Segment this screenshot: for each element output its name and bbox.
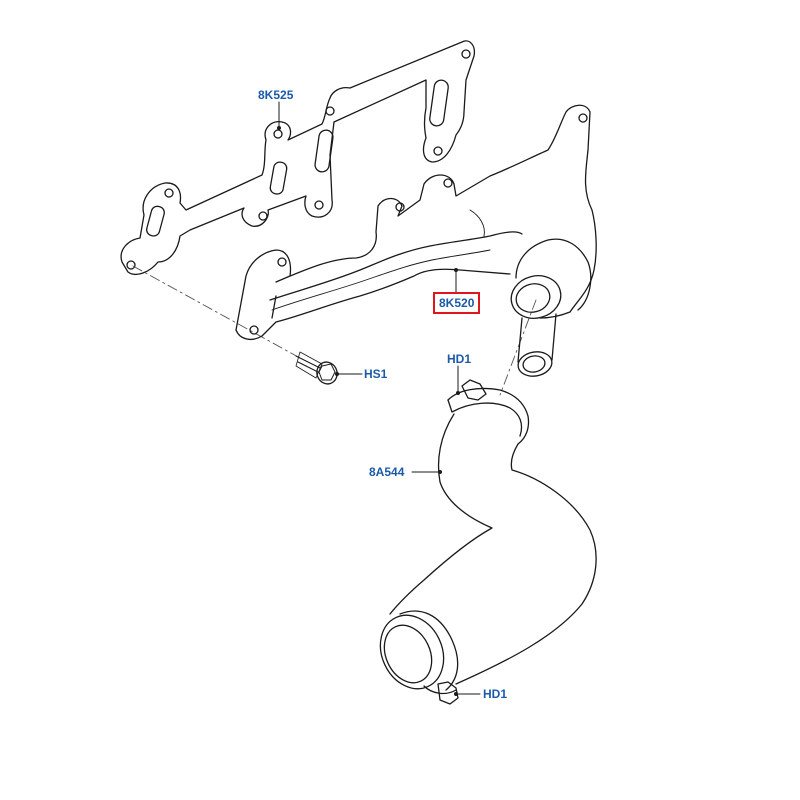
exhaust-manifold[interactable] — [235, 104, 597, 379]
callout-8K520[interactable]: 8K520 — [433, 292, 481, 314]
flange-bolt[interactable] — [295, 351, 340, 387]
callout-8K525[interactable]: 8K525 — [258, 88, 294, 102]
coolant-hose[interactable] — [369, 413, 597, 699]
callout-HD1-lower[interactable]: HD1 — [483, 687, 508, 701]
upper-hose-clamp[interactable] — [447, 379, 530, 445]
lower-hose-clamp[interactable] — [423, 681, 459, 705]
manifold-gasket[interactable] — [120, 40, 476, 276]
callout-HD1-upper[interactable]: HD1 — [447, 352, 472, 366]
callout-8A544[interactable]: 8A544 — [369, 465, 405, 479]
callout-HS1[interactable]: HS1 — [364, 367, 388, 381]
